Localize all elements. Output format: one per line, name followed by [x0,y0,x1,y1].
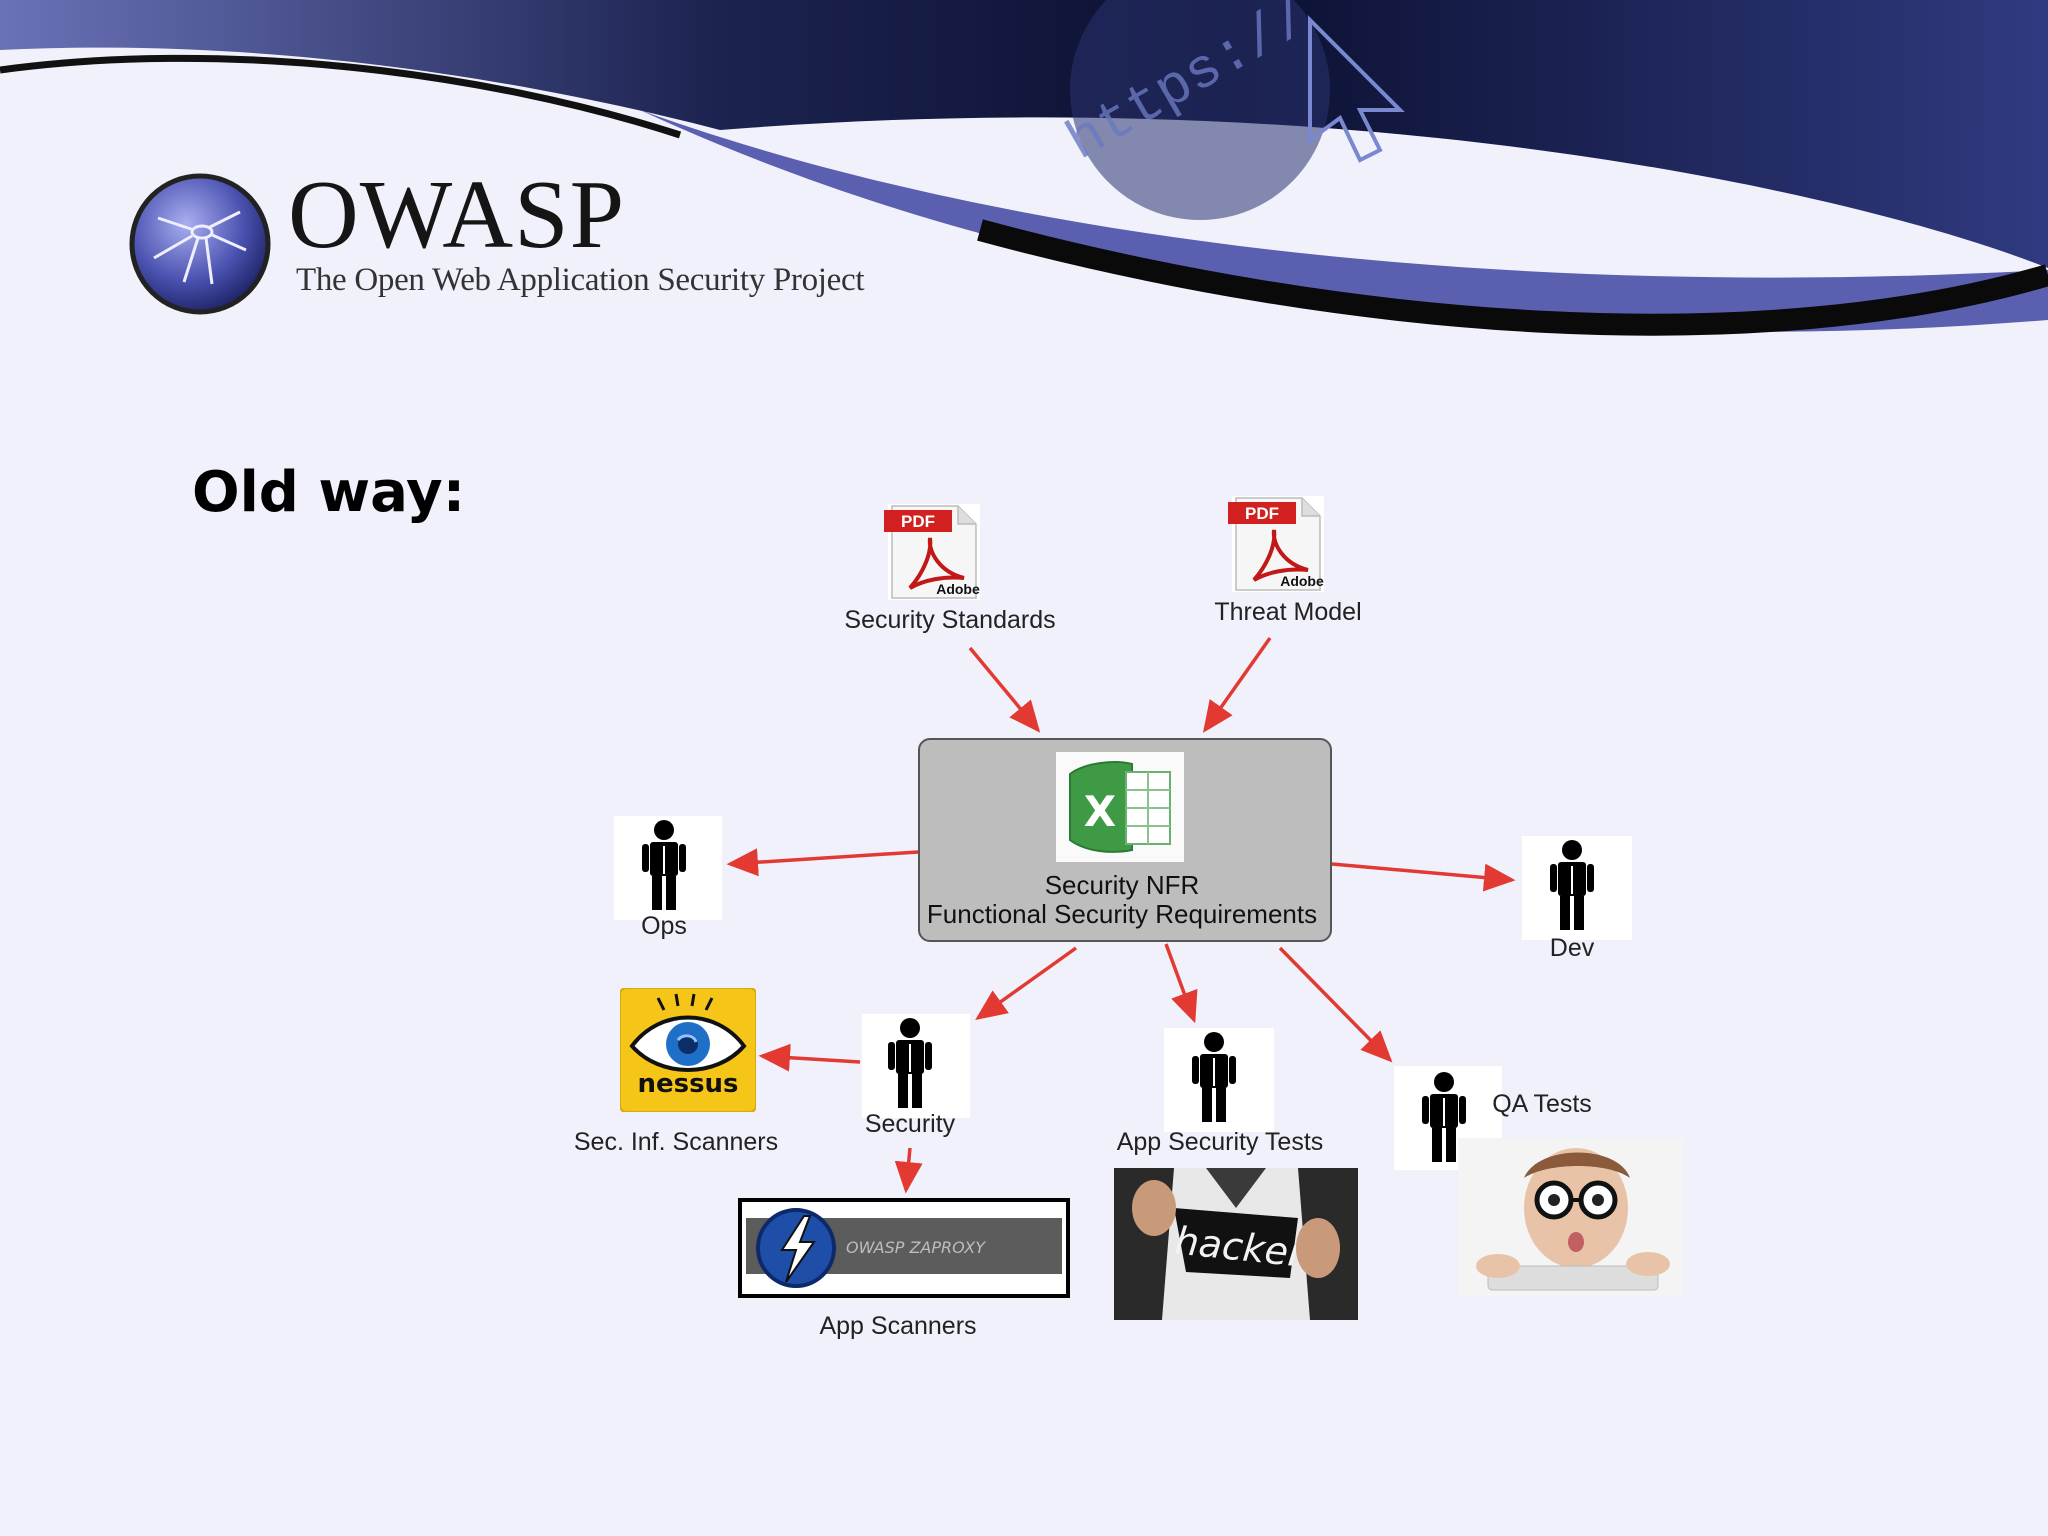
svg-text:nessus: nessus [637,1069,738,1099]
person-icon [888,1018,932,1108]
qa-tests-node [1394,1066,1502,1170]
pdf-document-icon: PDF Adobe [1228,496,1324,592]
person-icon [1422,1072,1466,1162]
security-label: Security [864,1110,956,1138]
svg-text:PDF: PDF [901,512,935,531]
dev-label: Dev [1549,934,1595,962]
slide-heading: Old way: [192,460,466,525]
svg-text:Adobe: Adobe [1280,573,1324,589]
arrow-threat-to-nfr [1202,636,1272,733]
security-nfr-title: Security NFR [1044,870,1200,900]
arrow-nfr-to-appsec [1164,943,1198,1024]
security-standards-node: PDF Adobe [880,502,990,602]
svg-text:Adobe: Adobe [936,581,980,597]
cursor-icon [1308,15,1405,163]
owasp-zaproxy-text: OWASP ZAPROXY [846,1238,986,1257]
arrow-nfr-to-dev [1331,862,1516,892]
threat-model-label: Threat Model [1214,598,1362,626]
sec-inf-scanners-label: Sec. Inf. Scanners [573,1128,779,1156]
owasp-title: OWASP [288,161,626,269]
arrow-nfr-to-security [975,946,1078,1021]
person-icon [642,820,686,910]
arrow-nfr-to-ops [726,848,919,877]
app-security-tests-node [1164,1028,1274,1132]
security-nfr-subtitle: Functional Security Requirements [926,899,1318,929]
pdf-document-icon: PDF Adobe [884,504,980,600]
threat-model-node: PDF Adobe [1224,494,1334,594]
ops-label: Ops [641,912,687,940]
svg-text:PDF: PDF [1245,504,1279,523]
header-banner: https:// [0,0,2048,336]
arrow-standards-to-nfr [968,646,1041,733]
security-node [862,1014,970,1118]
arrow-security-to-nessus [758,1043,861,1072]
dev-node [1522,836,1632,940]
owasp-subtitle: The Open Web Application Security Projec… [296,262,865,298]
ops-node [614,816,722,920]
qa-tests-label: QA Tests [1492,1090,1592,1118]
svg-text:X: X [1084,787,1116,836]
arrow-security-to-zap [894,1147,923,1194]
qa-tester-photo [1458,1138,1682,1296]
excel-icon: X [1056,752,1184,862]
hacker-photo: hacker [1114,1168,1358,1320]
security-standards-label: Security Standards [844,606,1056,634]
owasp-zaproxy-logo [738,1198,1070,1298]
person-icon [1192,1032,1236,1122]
person-icon [1550,840,1594,930]
app-security-tests-label: App Security Tests [1116,1128,1324,1156]
app-scanners-label: App Scanners [819,1312,977,1340]
owasp-globe-logo [129,173,271,315]
nessus-logo: nessus [620,988,756,1112]
arrow-nfr-to-qa [1278,946,1393,1063]
